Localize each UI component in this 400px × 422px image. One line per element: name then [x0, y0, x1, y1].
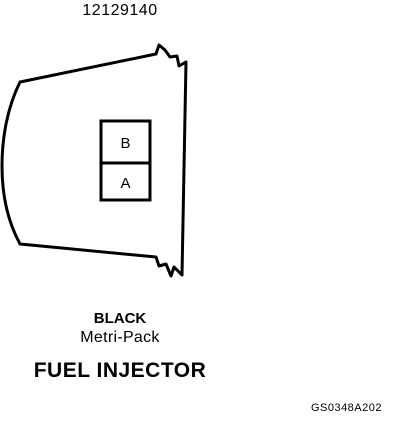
connector-diagram: B A — [0, 43, 188, 278]
connector-color: BLACK — [93, 310, 147, 327]
part-number: 12129140 — [82, 2, 158, 19]
connector-body-outline — [0, 43, 188, 278]
component-name: FUEL INJECTOR — [33, 359, 207, 382]
reference-code: GS0348A202 — [310, 402, 382, 414]
cavity-label-a: A — [120, 175, 130, 192]
cavity-label-b: B — [120, 135, 130, 152]
cavity-block — [99, 119, 152, 202]
connector-series: Metri-Pack — [80, 329, 160, 346]
